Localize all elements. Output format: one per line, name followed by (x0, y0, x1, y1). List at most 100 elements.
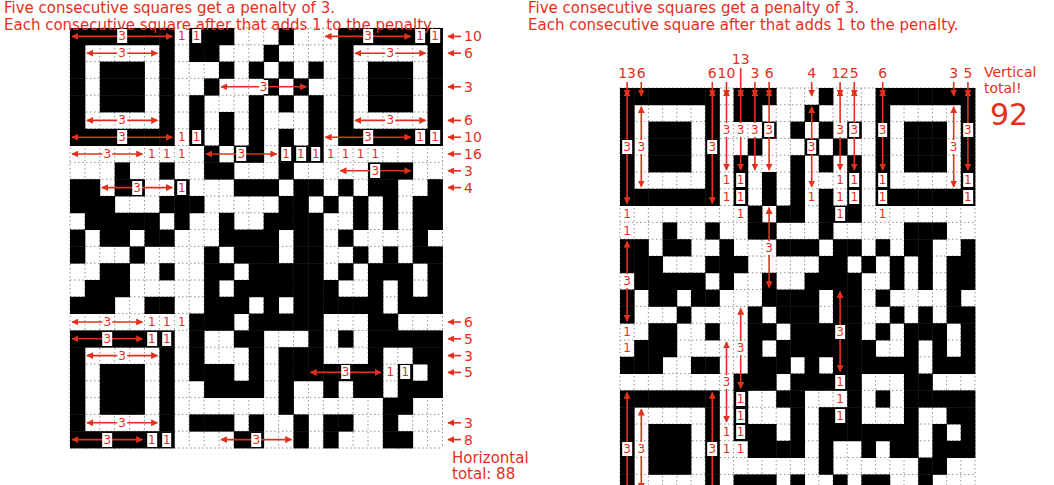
qr-module (100, 95, 115, 112)
qr-module (264, 179, 279, 196)
qr-module (876, 172, 891, 189)
qr-module (734, 474, 749, 485)
qr-module (961, 441, 976, 458)
qr-module (383, 414, 398, 431)
qr-module (234, 230, 249, 247)
vertical-total: Vertical total! (984, 64, 1048, 96)
qr-module (159, 364, 174, 381)
qr-module (947, 441, 962, 458)
qr-module (70, 414, 85, 431)
qr-module (961, 239, 976, 256)
qr-module (264, 280, 279, 297)
total-arrow (448, 153, 461, 155)
qr-module (413, 246, 428, 263)
horizontal-total: Horizontal total: 88 (452, 450, 537, 482)
total-arrow (448, 86, 461, 88)
qr-module (413, 297, 428, 314)
total-arrow (448, 338, 461, 340)
qr-module (762, 424, 777, 441)
qr-module (776, 390, 791, 407)
extra-penalty: 1 (192, 29, 202, 43)
qr-module (677, 306, 692, 323)
qr-module (308, 112, 323, 129)
qr-module (398, 280, 413, 297)
penalty-number: 3 (117, 46, 127, 60)
qr-module (294, 263, 309, 280)
qr-module (904, 239, 919, 256)
qr-module (413, 213, 428, 230)
row-total: 3 (464, 416, 473, 430)
penalty-number: 3 (117, 130, 127, 144)
penalty-number: 3 (807, 140, 817, 154)
qr-module (648, 138, 663, 155)
qr-module (819, 424, 834, 441)
qr-module (634, 239, 649, 256)
qr-module (70, 246, 85, 263)
qr-module (734, 390, 749, 407)
qr-module (219, 162, 234, 179)
qr-module (130, 95, 145, 112)
qr-module (932, 222, 947, 239)
qr-module (918, 122, 933, 139)
qr-module (748, 357, 763, 374)
qr-code (70, 28, 443, 448)
penalty-number: 3 (622, 140, 632, 154)
qr-module (249, 314, 264, 331)
qr-module (159, 95, 174, 112)
qr-module (70, 62, 85, 79)
qr-module (790, 374, 805, 391)
column-total: 6 (708, 66, 717, 80)
qr-module (145, 330, 160, 347)
qr-module (234, 280, 249, 297)
qr-module (159, 414, 174, 431)
qr-module (861, 424, 876, 441)
qr-module (204, 246, 219, 263)
qr-module (398, 398, 413, 415)
qr-module (890, 441, 905, 458)
extra-penalty: 1 (736, 442, 746, 456)
qr-module (876, 390, 891, 407)
qr-module (159, 263, 174, 280)
qr-module (100, 230, 115, 247)
qr-module (204, 263, 219, 280)
extra-penalty: 1 (430, 29, 440, 43)
qr-module (663, 323, 678, 340)
column-total: 6 (637, 66, 646, 80)
penalty-number: 3 (636, 442, 646, 456)
qr-module (308, 62, 323, 79)
qr-module (705, 357, 720, 374)
qr-module (189, 45, 204, 62)
qr-module (100, 196, 115, 213)
extra-penalty: 1 (622, 207, 632, 221)
qr-module (338, 78, 353, 95)
qr-module (204, 414, 219, 431)
qr-module (932, 357, 947, 374)
extra-penalty: 1 (849, 190, 859, 204)
extra-penalty: 1 (430, 130, 440, 144)
qr-module (819, 323, 834, 340)
qr-module (189, 196, 204, 213)
qr-module (691, 357, 706, 374)
qr-module (663, 239, 678, 256)
qr-module (876, 239, 891, 256)
qr-ground (620, 88, 975, 485)
qr-module (663, 88, 678, 105)
rule-heading: Each consecutive square after that adds … (528, 18, 959, 33)
qr-module (819, 189, 834, 206)
qr-module (383, 196, 398, 213)
qr-module (833, 407, 848, 424)
qr-module (918, 155, 933, 172)
qr-module (189, 347, 204, 364)
qr-module (734, 424, 749, 441)
qr-module (323, 297, 338, 314)
penalty-number: 3 (117, 29, 127, 43)
qr-module (70, 347, 85, 364)
qr-module (428, 28, 443, 45)
qr-module (876, 189, 891, 206)
row-total: 3 (464, 80, 473, 94)
qr-module (833, 424, 848, 441)
qr-module (734, 172, 749, 189)
qr-module (819, 340, 834, 357)
qr-module (833, 374, 848, 391)
qr-module (648, 122, 663, 139)
